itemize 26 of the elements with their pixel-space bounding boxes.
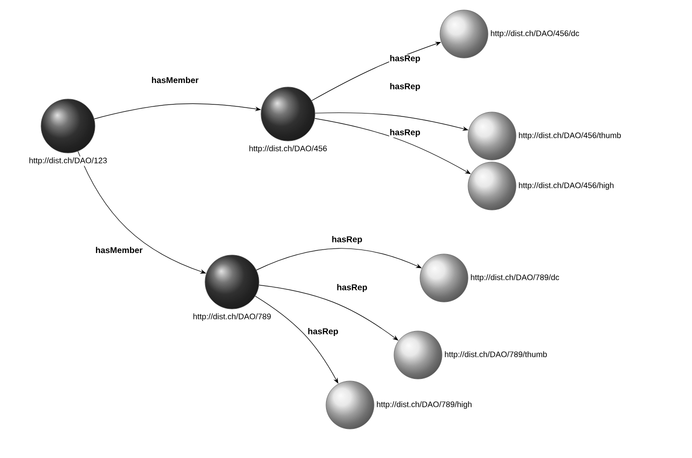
circle-node xyxy=(468,112,516,160)
uri-label: http://dist.ch/DAO/456/high xyxy=(518,182,614,190)
edge-label: hasMember xyxy=(150,76,200,84)
circle-node xyxy=(326,380,374,430)
uri-label: http://dist.ch/DAO/789/high xyxy=(376,401,472,409)
uri-label: http://dist.ch/DAO/789 xyxy=(192,312,272,322)
edge-label: hasRep xyxy=(389,54,421,64)
edge-label: hasMember xyxy=(94,246,144,254)
edge-label: hasRep xyxy=(307,328,339,336)
circle-node xyxy=(260,86,316,142)
circle-node xyxy=(440,10,488,58)
uri-label: http://dist.ch/DAO/456 xyxy=(248,144,328,154)
circle-node xyxy=(394,330,442,380)
circle-node xyxy=(40,98,96,154)
uri-label: http://dist.ch/DAO/123 xyxy=(28,156,108,166)
uri-label: http://dist.ch/DAO/789/thumb xyxy=(444,351,547,359)
edge-label: hasRep xyxy=(331,236,363,244)
uri-label: http://dist.ch/DAO/789/dc xyxy=(470,274,560,282)
uri-label: http://dist.ch/DAO/456/dc xyxy=(490,30,580,38)
uri-label: http://dist.ch/DAO/456/thumb xyxy=(518,132,621,140)
edge-label: hasRep xyxy=(389,82,421,92)
circle-node xyxy=(204,254,260,310)
circle-node xyxy=(420,254,468,302)
edge-label: hasRep xyxy=(389,128,421,138)
circle-node xyxy=(468,162,516,210)
edge-label: hasRep xyxy=(336,284,368,292)
